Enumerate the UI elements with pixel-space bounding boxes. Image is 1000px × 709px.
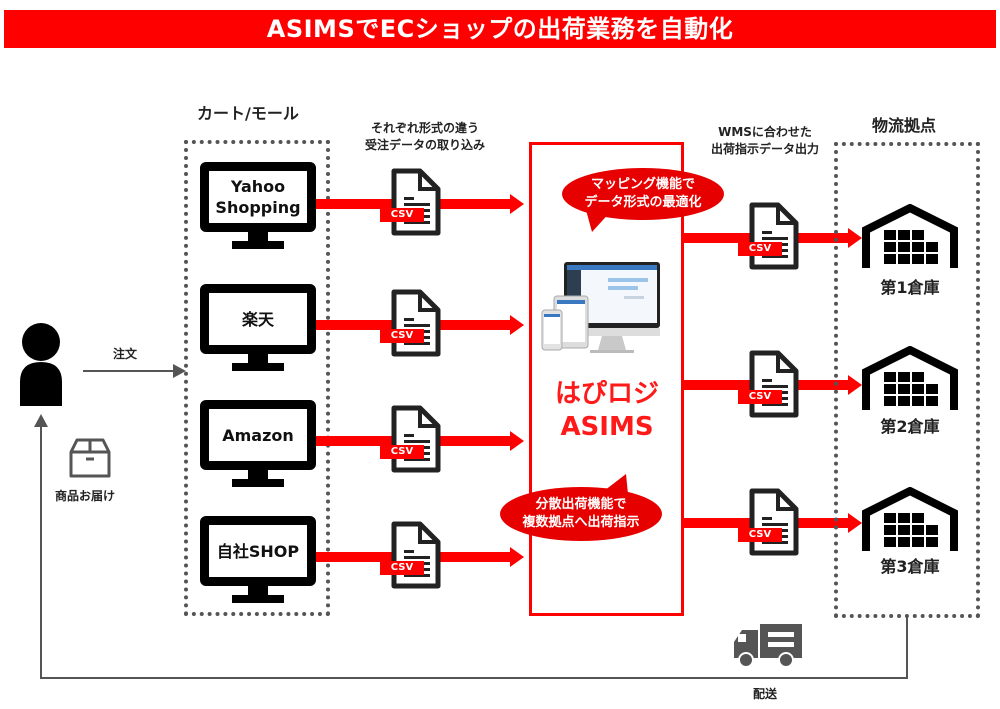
order-label: 注文 xyxy=(112,347,137,361)
order-arrow-head xyxy=(173,364,186,378)
export-arrow-2-head xyxy=(848,375,862,395)
csv-file-icon: CSV xyxy=(738,350,800,418)
monitor-neck xyxy=(248,232,268,242)
mapping-feature-bubble: マッピング機能で データ形式の最適化 xyxy=(562,168,724,220)
delivery-line-vertical xyxy=(40,418,42,679)
csv-file-icon: CSV xyxy=(380,405,442,473)
warehouse-icon xyxy=(862,204,958,268)
bubble-top-line2: データ形式の最適化 xyxy=(584,195,702,210)
distributed-shipping-bubble: 分散出荷機能で 複数拠点へ出荷指示 xyxy=(500,487,662,541)
cart-label: Amazon xyxy=(200,400,316,470)
monitor-neck xyxy=(248,470,268,480)
delivery-truck-icon xyxy=(734,624,802,668)
delivery-arrow-head xyxy=(34,414,48,427)
asims-name-line1: はぴロジ xyxy=(554,379,659,409)
bubble-bottom-line2: 複数拠点へ出荷指示 xyxy=(522,515,640,530)
devices-illustration-icon xyxy=(541,262,660,353)
export-caption: WMSに合わせた 出荷指示データ出力 xyxy=(690,124,840,158)
package-box-icon xyxy=(69,438,111,478)
csv-tag: CSV xyxy=(380,208,424,222)
monitor-base xyxy=(232,363,284,371)
export-arrow-3-head xyxy=(848,513,862,533)
warehouse-2-label: 第2倉庫 xyxy=(880,417,940,436)
cart-monitor-amazon: Amazon xyxy=(200,400,316,492)
warehouse-icon xyxy=(862,487,958,551)
monitor-neck xyxy=(248,586,268,596)
csv-tag: CSV xyxy=(380,445,424,459)
import-caption-line1: それぞれ形式の違う xyxy=(370,121,479,135)
csv-tag: CSV xyxy=(738,390,782,404)
monitor-base xyxy=(232,595,284,603)
asims-product-name: はぴロジ ASIMS xyxy=(532,378,682,444)
csv-tag: CSV xyxy=(738,528,782,542)
export-caption-line1: WMSに合わせた xyxy=(718,125,812,139)
asims-name-line2: ASIMS xyxy=(560,412,654,442)
order-arrow-line xyxy=(83,370,175,372)
monitor-base xyxy=(232,241,284,249)
cart-monitor-yahoo: Yahoo Shopping xyxy=(200,162,316,254)
carts-heading: カート/モール xyxy=(197,104,299,123)
monitor-base xyxy=(232,479,284,487)
title-bar: ASIMSでECショップの出荷業務を自動化 xyxy=(4,10,996,48)
warehouse-3-label: 第3倉庫 xyxy=(880,557,940,576)
delivery-label: 商品お届け xyxy=(54,489,115,503)
csv-file-icon: CSV xyxy=(380,521,442,589)
delivery-line-horizontal xyxy=(40,677,908,679)
export-arrow-1-head xyxy=(848,228,862,248)
monitor-neck xyxy=(248,354,268,364)
import-arrow-4-head xyxy=(510,547,524,567)
import-caption: それぞれ形式の違う 受注データの取り込み xyxy=(340,120,510,154)
customer-person-icon xyxy=(20,323,62,406)
cart-label: Yahoo Shopping xyxy=(200,162,316,232)
csv-file-icon: CSV xyxy=(738,202,800,270)
csv-tag: CSV xyxy=(380,561,424,575)
import-caption-line2: 受注データの取り込み xyxy=(364,138,485,152)
cart-label: 自社SHOP xyxy=(200,516,316,586)
warehouse-icon xyxy=(862,346,958,410)
csv-file-icon: CSV xyxy=(738,488,800,556)
carts-group-box xyxy=(184,140,330,616)
shipping-label: 配送 xyxy=(752,687,777,701)
export-caption-line2: 出荷指示データ出力 xyxy=(710,142,819,156)
warehouses-group-box xyxy=(834,142,980,618)
csv-tag: CSV xyxy=(738,242,782,256)
cart-label: 楽天 xyxy=(200,284,316,354)
warehouse-1-label: 第1倉庫 xyxy=(880,278,940,297)
bubble-bottom-line1: 分散出荷機能で xyxy=(535,497,627,512)
delivery-line-riser xyxy=(906,616,908,679)
csv-tag: CSV xyxy=(380,329,424,343)
csv-file-icon: CSV xyxy=(380,168,442,236)
import-arrow-2-head xyxy=(510,315,524,335)
cart-monitor-rakuten: 楽天 xyxy=(200,284,316,376)
import-arrow-3-head xyxy=(510,431,524,451)
warehouses-heading: 物流拠点 xyxy=(872,116,937,135)
bubble-top-line1: マッピング機能で xyxy=(590,177,695,192)
import-arrow-1-head xyxy=(510,194,524,214)
cart-monitor-own-shop: 自社SHOP xyxy=(200,516,316,608)
csv-file-icon: CSV xyxy=(380,289,442,357)
